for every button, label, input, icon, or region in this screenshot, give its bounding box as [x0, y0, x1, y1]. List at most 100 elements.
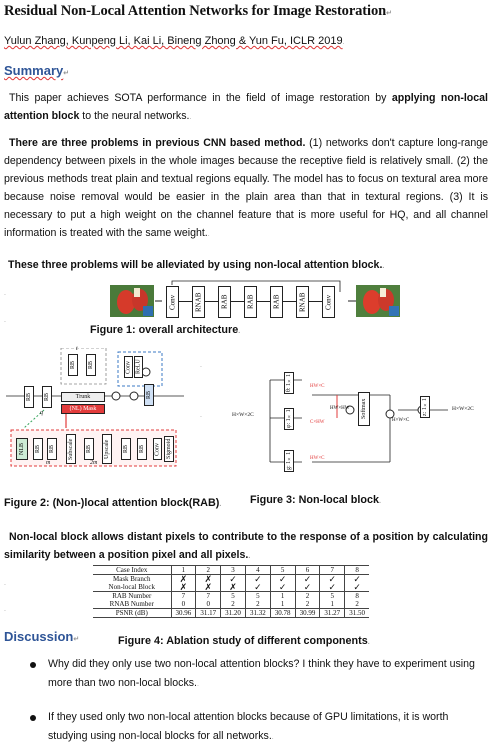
g-conv: g: 1×1 [284, 450, 294, 472]
mask-rb-4: RB [121, 438, 131, 460]
table-cell: 5 [319, 591, 345, 600]
table-cell: 2 [294, 600, 320, 609]
summary-paragraph-3: These three problems will be alleviated … [8, 259, 385, 271]
mask-label: (NL) Mask [61, 404, 105, 414]
table-cell: 31.27 [319, 608, 345, 618]
mask-rb-3: RB [84, 438, 94, 460]
table-cell: 7 [170, 591, 196, 600]
arch-block-conv-1: Conv [166, 286, 179, 318]
conv-block-1: Conv [124, 356, 133, 378]
summary-paragraph-1: This paper achieves SOTA performance in … [4, 92, 489, 122]
table-cell: ✗ [195, 583, 221, 592]
trunk-rb-block-2: RB [86, 354, 96, 376]
table-cell: ✓ [244, 583, 271, 592]
arch-block-conv-7: Conv [322, 286, 335, 318]
table-cell: 2 [244, 600, 271, 609]
softmax-block: Softmax [358, 392, 370, 426]
arch-connector [283, 301, 296, 302]
arch-block-rnab-6: RNAB [296, 286, 309, 318]
table-cell: 31.17 [195, 608, 221, 618]
table-row-label: RAB Number [112, 592, 152, 600]
document-title: Residual Non-Local Attention Networks fo… [4, 3, 392, 19]
table-cell: ✓ [294, 583, 320, 592]
arch-connector [257, 301, 270, 302]
label-2m: 2m [90, 460, 98, 466]
table-cell: 0 [195, 600, 221, 609]
table-cell: 1 [269, 600, 296, 609]
figure-1-caption: Figure 1: overall architecture. [90, 324, 241, 336]
discussion-bullet-2: If they used only two non-local attentio… [48, 711, 449, 742]
table-row-label: Non-local Block [93, 583, 171, 592]
table-cell: 5 [244, 591, 271, 600]
discussion-heading: Discussion↵ [4, 629, 80, 644]
subscale-block: Subscale [66, 434, 76, 464]
table-cell: 2 [294, 591, 320, 600]
table-cell: ✓ [269, 574, 296, 583]
table-row-label: Mask Branch [112, 575, 151, 583]
sigmoid-block: Sigmoid [164, 436, 174, 462]
rab-rb-block-2: RB [42, 386, 52, 408]
relu-block: ReLU [134, 356, 143, 378]
nl-input-label: H×W×2C [232, 412, 254, 418]
output-image [356, 285, 400, 317]
summary-heading: Summary↵ [4, 63, 70, 78]
figure-2-rab-diagram: RB RB RB RB Trunk (NL) Mask Conv ReLU RB… [6, 346, 184, 468]
architecture-diagram [110, 280, 400, 317]
dim-g: HW×C [310, 456, 325, 461]
figure-2-caption: Figure 2: (Non-)local attention block(RA… [4, 497, 222, 509]
table-cell: 1 [269, 591, 296, 600]
table-row: Mask Branch✗✗✓✓✓✓✓✓ [93, 574, 369, 583]
table-cell: ✓ [319, 574, 345, 583]
arch-block-rnab-2: RNAB [192, 286, 205, 318]
arch-connector [179, 301, 192, 302]
table-cell: 7 [195, 591, 221, 600]
arch-connector [205, 301, 218, 302]
table-cell: 30.99 [294, 608, 320, 618]
arch-block-rab-5: RAB [270, 286, 283, 318]
theta-conv: θ: 1×1 [284, 372, 294, 394]
figure-3-nonlocal-diagram: H×W×2C θ: 1×1 φ: 1×1 g: 1×1 Softmax z: 1… [232, 370, 484, 472]
table-cell: 1 [319, 600, 345, 609]
arch-connector [231, 301, 244, 302]
arch-block-rab-3: RAB [218, 286, 231, 318]
dim-phi: C×HW [310, 420, 325, 425]
table-cell: ✗ [170, 574, 196, 583]
table-cell: ✓ [244, 574, 271, 583]
table-cell: 31.50 [344, 608, 369, 618]
table-cell: ✓ [344, 574, 369, 583]
table-cell: 8 [344, 591, 369, 600]
table-header-cell: 2 [195, 565, 221, 575]
table-row-label: RNAB Number [93, 600, 171, 609]
table-cell: 5 [220, 591, 246, 600]
table-header-cell: 3 [220, 565, 246, 575]
table-cell: 30.78 [269, 608, 296, 618]
label-m: m [46, 460, 51, 466]
bullet-dot-1 [30, 662, 36, 668]
table-header-label: Case Index [93, 565, 171, 575]
discussion-bullet-1: Why did they only use two non-local atte… [48, 658, 475, 689]
mask-rb-5: RB [137, 438, 147, 460]
table-cell: 30.96 [170, 608, 196, 618]
mask-conv: Conv [153, 438, 162, 460]
table-cell: ✗ [195, 574, 221, 583]
arch-connector [309, 301, 322, 302]
upscale-block: Upscale [102, 434, 112, 464]
trunk-label: Trunk [61, 392, 105, 402]
table-header-cell: 5 [269, 565, 296, 575]
summary-paragraph-2: There are three problems in previous CNN… [4, 137, 488, 239]
table-cell: 31.20 [220, 608, 246, 618]
table-cell: ✓ [220, 574, 246, 583]
table-cell: ✓ [294, 574, 320, 583]
table-cell: ✓ [344, 583, 369, 592]
label-q: q [40, 410, 43, 416]
nonlocal-description: Non-local block allows distant pixels to… [4, 531, 488, 561]
table-row-label: PSNR (dB) [115, 609, 148, 617]
rab-rb-block-1: RB [24, 386, 34, 408]
dim-hwc: H×W×C [392, 418, 410, 423]
